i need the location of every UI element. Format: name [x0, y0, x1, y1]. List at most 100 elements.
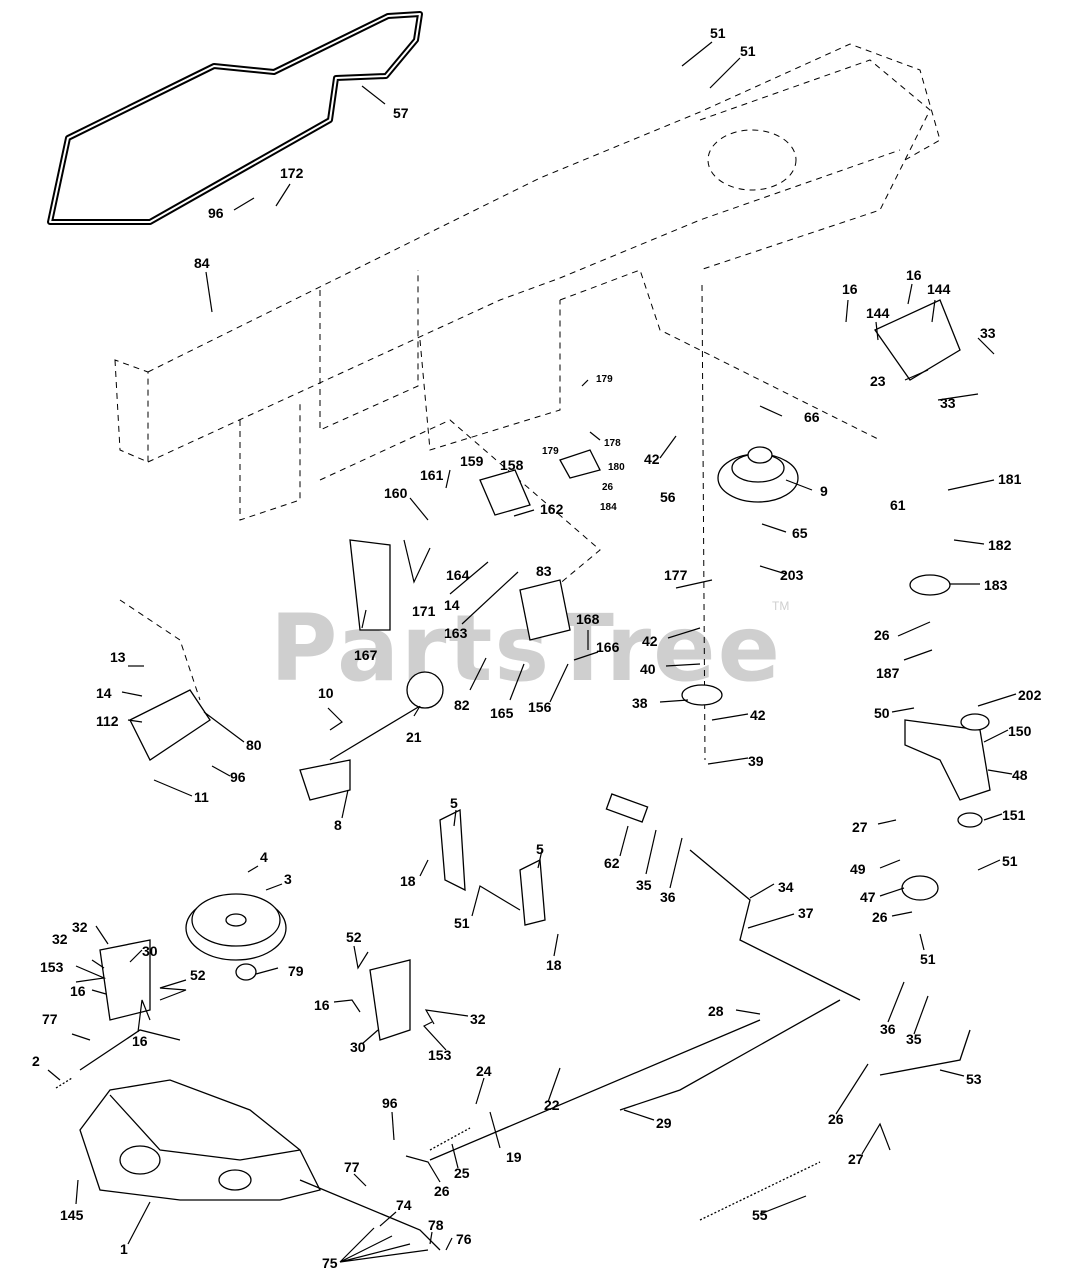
callout-label: 16 [314, 997, 330, 1013]
callout-label: 96 [382, 1095, 398, 1111]
callout-label: 37 [798, 905, 814, 921]
callout-label: 171 [412, 603, 436, 619]
callout-label: 35 [906, 1031, 922, 1047]
callout-label: 14 [444, 597, 460, 613]
callout-label: 183 [984, 577, 1008, 593]
callout-label: 11 [194, 789, 209, 805]
pulley-3 [185, 893, 287, 981]
callout-label: 48 [1012, 767, 1028, 783]
callout-label: 36 [880, 1021, 896, 1037]
callout-label: 26 [434, 1183, 450, 1199]
callout-label: 179 [542, 446, 559, 457]
callout-label: 14 [96, 685, 112, 701]
callout-label: 38 [632, 695, 648, 711]
callout-label: 144 [927, 281, 951, 297]
callout-label: 164 [446, 567, 470, 583]
callout-label: 4 [260, 849, 268, 865]
callout-label: 36 [660, 889, 676, 905]
callout-label: 153 [428, 1047, 452, 1063]
callout-label: 24 [476, 1063, 492, 1079]
callout-label: 34 [778, 879, 794, 895]
callout-label: 26 [828, 1111, 844, 1127]
callout-label: 161 [420, 467, 444, 483]
callout-label: 184 [600, 502, 617, 513]
callout-label: 78 [428, 1217, 444, 1233]
callout-label: 203 [780, 567, 804, 583]
callout-label: 26 [872, 909, 888, 925]
callout-label: 30 [350, 1039, 366, 1055]
callout-label: 77 [344, 1159, 360, 1175]
callout-label: 163 [444, 625, 468, 641]
callout-label: 28 [708, 1003, 724, 1019]
callout-label: 158 [500, 457, 524, 473]
callout-label: 57 [393, 105, 409, 121]
callout-label: 61 [890, 497, 906, 513]
callout-label: 151 [1002, 807, 1026, 823]
callout-label: 39 [748, 753, 764, 769]
callout-label: 23 [870, 373, 886, 389]
callout-label: 18 [400, 873, 416, 889]
springs [55, 1077, 821, 1221]
callout-label: 26 [874, 627, 890, 643]
knob-62 [605, 793, 649, 823]
callout-label: 49 [850, 861, 866, 877]
callout-label: 172 [280, 165, 304, 181]
callout-label: 16 [842, 281, 858, 297]
callout-label: 8 [334, 817, 342, 833]
frame-outline [114, 43, 941, 601]
callout-label: 52 [190, 967, 206, 983]
callout-label: 32 [72, 919, 88, 935]
callout-label: 51 [740, 43, 756, 59]
callout-label: 150 [1008, 723, 1032, 739]
callout-label: 79 [288, 963, 304, 979]
leader-lines [47, 41, 1017, 1263]
callout-label: 166 [596, 639, 620, 655]
callout-label: 65 [792, 525, 808, 541]
callout-label: 5 [536, 841, 544, 857]
callout-label: 52 [346, 929, 362, 945]
callout-label: 96 [230, 769, 246, 785]
callout-label: 16 [132, 1033, 148, 1049]
callout-label: 47 [860, 889, 876, 905]
callout-label: 162 [540, 501, 564, 517]
callout-label: 5 [450, 795, 458, 811]
callout-label: 1 [120, 1241, 128, 1257]
callout-label: 29 [656, 1115, 672, 1131]
callout-label: 33 [980, 325, 996, 341]
callout-label: 179 [596, 374, 613, 385]
callout-label: 160 [384, 485, 408, 501]
callout-label: 165 [490, 705, 514, 721]
callout-label: 18 [546, 957, 562, 973]
callout-label: 66 [804, 409, 820, 425]
callout-label: 156 [528, 699, 552, 715]
callout-label: 27 [852, 819, 868, 835]
callout-label: 51 [920, 951, 936, 967]
callout-label: 178 [604, 438, 621, 449]
callout-label: 77 [42, 1011, 58, 1027]
callout-labels: 51 51 57 172 96 84 16 16 144 144 33 23 3… [32, 25, 1042, 1271]
callout-label: 145 [60, 1207, 84, 1223]
drive-belt [47, 11, 423, 225]
alignment-line [701, 284, 706, 761]
callout-label: 202 [1018, 687, 1042, 703]
callout-label: 96 [208, 205, 224, 221]
callout-label: 42 [642, 633, 658, 649]
callout-label: 21 [406, 729, 422, 745]
callout-label: 76 [456, 1231, 472, 1247]
callout-label: 16 [906, 267, 922, 283]
callout-label: 51 [1002, 853, 1018, 869]
callout-label: 74 [396, 1197, 412, 1213]
callout-label: 16 [70, 983, 86, 999]
callout-label: 25 [454, 1165, 470, 1181]
callout-label: 33 [940, 395, 956, 411]
callout-label: 22 [544, 1097, 560, 1113]
watermark-trademark: TM [772, 599, 789, 613]
callout-label: 56 [660, 489, 676, 505]
body-outline [119, 599, 201, 701]
callout-label: 84 [194, 255, 210, 271]
callout-label: 35 [636, 877, 652, 893]
brackets [99, 299, 991, 1041]
callout-label: 26 [602, 482, 614, 493]
callout-label: 62 [604, 855, 620, 871]
callout-label: 168 [576, 611, 600, 627]
